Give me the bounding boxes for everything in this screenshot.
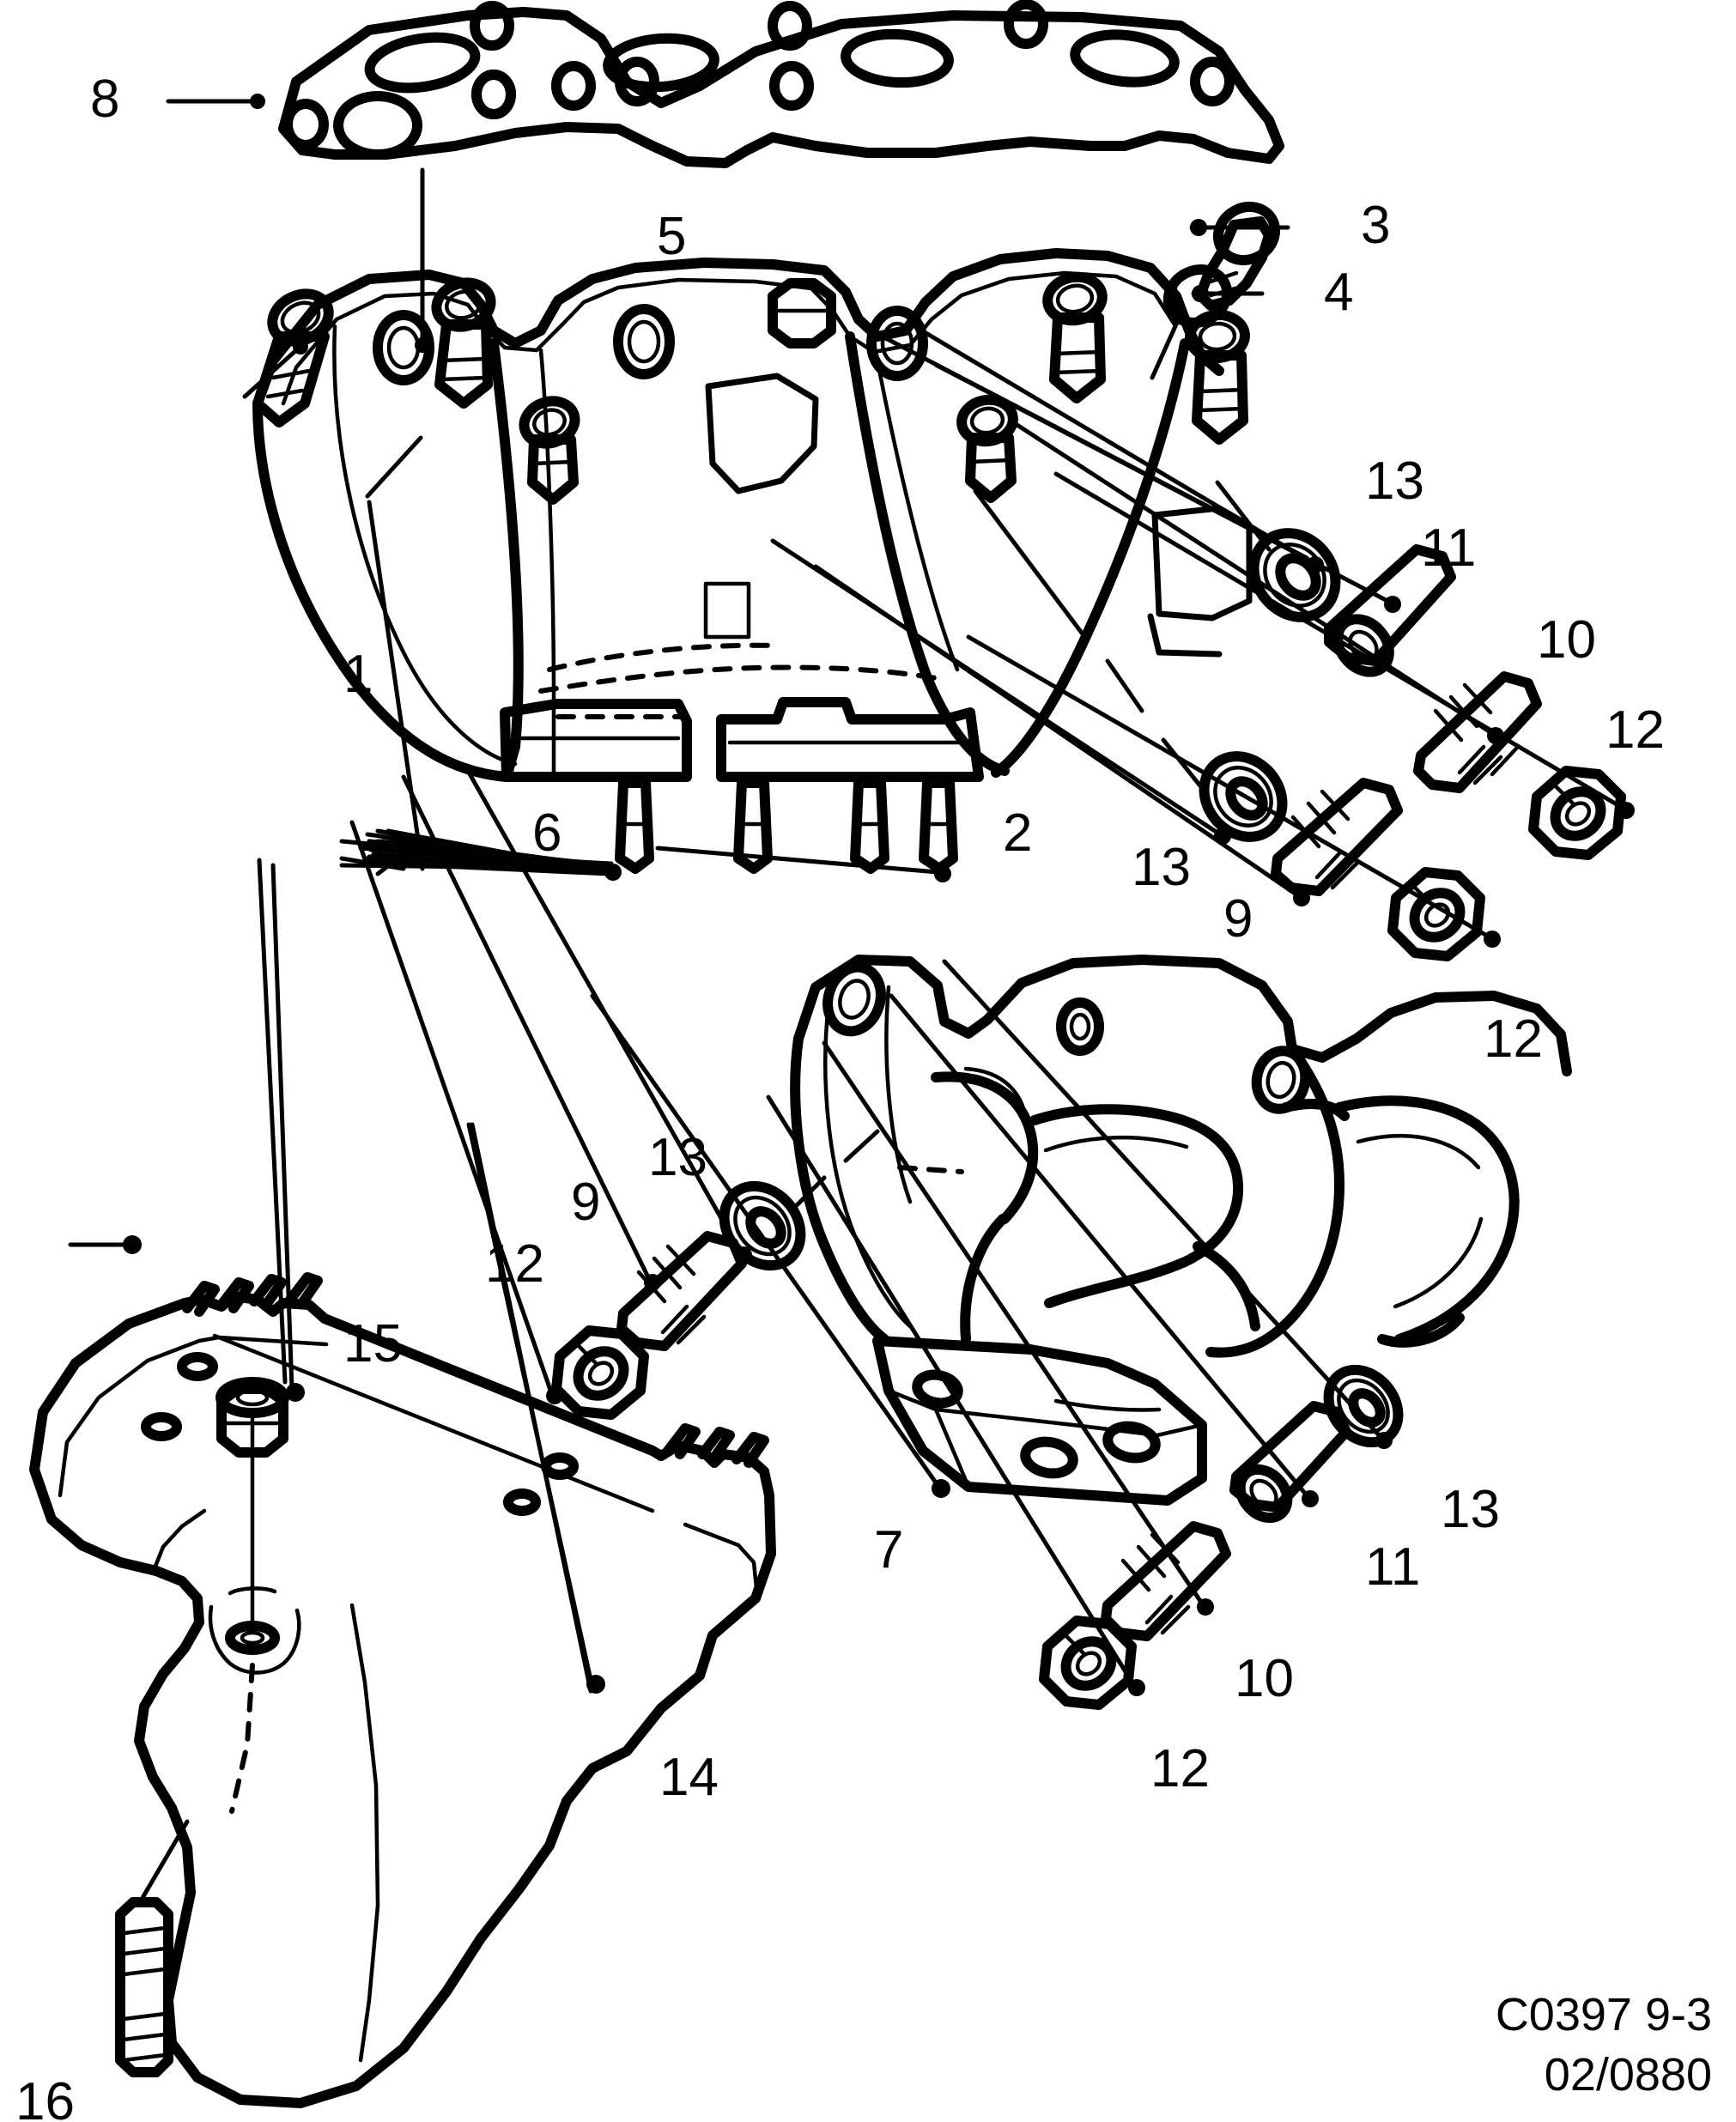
callout-number-1: 1 xyxy=(343,645,373,704)
stud-10-lower-right xyxy=(1101,1521,1231,1641)
callout-number-10-upper: 10 xyxy=(1537,610,1596,670)
manifold-studs-lower xyxy=(615,778,958,874)
footer-reference-block: C0397 9-3 02/0880 xyxy=(1496,1985,1712,2105)
exhaust-manifold-front-part-1 xyxy=(252,248,1253,874)
callout-number-12-middle: 12 xyxy=(1484,1009,1543,1069)
heat-shield-stud-part-16 xyxy=(115,1897,173,2077)
callout-number-11-lower: 11 xyxy=(1365,1537,1421,1597)
callout-number-6: 6 xyxy=(532,803,562,863)
footer-reference-code: C0397 9-3 xyxy=(1495,1988,1712,2040)
nut-12-lower-left xyxy=(551,1325,649,1420)
callout-number-12-lower-right: 12 xyxy=(1150,1739,1210,1798)
callout-number-13-middle: 13 xyxy=(1132,838,1191,897)
fastener-group-lower-left xyxy=(551,1129,880,1420)
callout-number-12-lower-left: 12 xyxy=(485,1234,544,1294)
manifold-studs-upper xyxy=(252,271,1250,505)
callout-number-9-lower-left: 9 xyxy=(571,1173,601,1232)
callout-number-3: 3 xyxy=(1361,196,1391,255)
callout-leaders xyxy=(68,94,1635,1696)
callout-number-11-upper: 11 xyxy=(1421,518,1477,578)
stud-10-upper xyxy=(1413,671,1542,793)
callout-number-13-upper-right: 13 xyxy=(1365,452,1424,511)
heat-shield-lower-boss xyxy=(208,1586,301,1675)
gasket-part-8 xyxy=(278,0,1284,168)
heat-shield-part-14 xyxy=(29,1272,776,2108)
footer-date-code: 02/0880 xyxy=(1544,2048,1712,2101)
nut-12-middle xyxy=(1387,867,1485,961)
callout-number-8: 8 xyxy=(90,70,120,129)
callout-number-12-upper-right: 12 xyxy=(1605,700,1665,760)
heat-shield-nut-part-15 xyxy=(215,1377,289,1458)
stud-9-lower-left xyxy=(616,1231,747,1351)
callout-number-2: 2 xyxy=(1003,803,1033,863)
exhaust-manifold-rear-part-7 xyxy=(790,955,1572,1506)
callout-number-10-lower: 10 xyxy=(1235,1649,1294,1708)
nut-12-lower-right xyxy=(1039,1616,1137,1710)
callout-number-16: 16 xyxy=(15,2072,75,2122)
fastener-group-middle xyxy=(973,488,1485,961)
callout-number-7: 7 xyxy=(874,1520,904,1579)
callout-number-14: 14 xyxy=(659,1748,719,1807)
callout-number-13-lower-left: 13 xyxy=(648,1128,707,1187)
plug-part-3 xyxy=(1195,201,1281,311)
washer-13-middle xyxy=(1199,751,1288,842)
callout-number-15: 15 xyxy=(343,1314,403,1373)
callout-number-13-lower-right: 13 xyxy=(1441,1480,1500,1539)
callout-number-5: 5 xyxy=(657,207,687,266)
nut-12-upper xyxy=(1528,766,1626,860)
callout-number-9-middle: 9 xyxy=(1223,889,1253,949)
spacer-sleeve-11-lower xyxy=(1229,1401,1351,1524)
callout-number-4: 4 xyxy=(1324,263,1354,322)
